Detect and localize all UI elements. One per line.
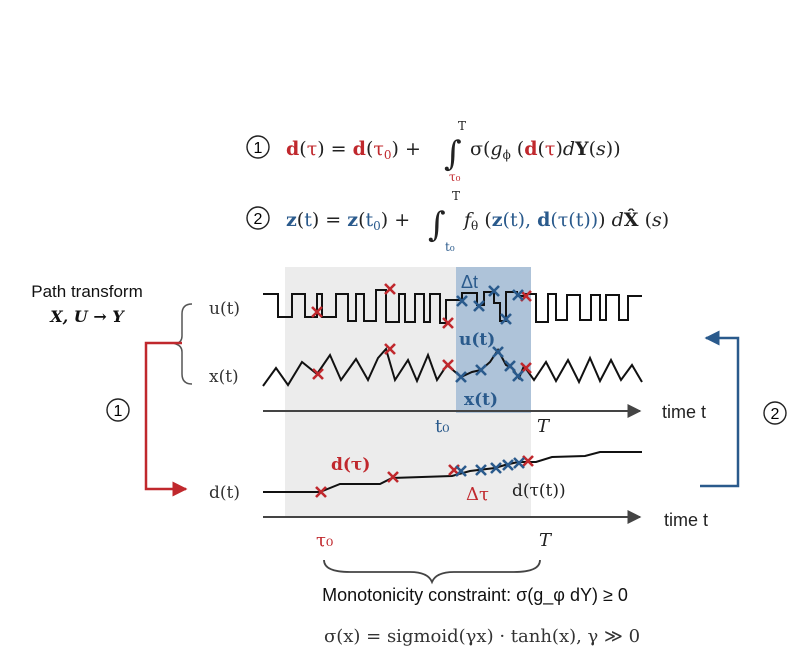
d-tau-label: d(τ) [331,455,370,475]
step-1-arrow [144,341,188,497]
blue-sample-marker-u [473,300,485,312]
blue-sample-marker-x [475,364,487,376]
eq2-lhs: z(t) = z(t0) + [286,209,410,233]
step-1-left-badge [106,398,130,422]
T-label-top: T [537,416,551,437]
blue-sample-marker-d [513,457,525,469]
x-signal-line [262,346,643,387]
top-time-axis-label: time t [662,402,706,422]
blue-sample-marker-x [455,371,467,383]
d-tau-t-label: d(τ(t)) [512,481,566,501]
blue-sample-marker-x [512,370,524,382]
step-1-number: 1 [254,140,263,157]
u-window-label: u(t) [459,330,495,350]
u-signal-line [263,289,642,324]
blue-sample-marker-d [502,459,514,471]
step-1-left-number: 1 [114,403,123,420]
eq2-upper-limit: T [452,189,460,203]
eq1-integrand: σ(gϕ (d(τ)dY(s)) [470,138,621,162]
sample-markers [311,283,534,498]
step-2-right-badge [763,401,787,425]
step-2-badge [246,206,270,230]
step-1-badge [246,135,270,159]
T-label-bottom: T [539,530,553,551]
step-2-right-number: 2 [771,406,780,423]
equation-1: 1 d(τ) = d(τ0) + ∫ T τ₀ σ(gϕ (d(τ)dY(s)) [246,119,621,184]
delta-t-label: Δt [461,272,478,292]
tau0-label: τ₀ [316,530,333,551]
path-transform-mapping: X, U → Y [49,307,125,326]
blue-sample-marker-u [512,289,524,301]
path-transform-label: Path transform [31,282,143,301]
x-signal-label: x(t) [209,367,239,387]
eq1-lower-limit: τ₀ [449,170,461,184]
eq2-lower-limit: t₀ [445,240,455,254]
blue-sample-marker-d [455,465,467,477]
red-sample-marker-d [315,486,327,498]
red-sample-marker-u [384,283,396,295]
monotonicity-note: Monotonicity constraint: σ(g_φ dY) ≥ 0 [322,585,628,606]
x-window-label: x(t) [464,390,498,410]
blue-sample-marker-u [500,313,512,325]
red-sample-marker-x [312,368,324,380]
blue-sample-marker-x [504,360,516,372]
red-sample-marker-x [384,343,396,355]
blue-sample-marker-x [492,346,504,358]
t0-label: t₀ [435,416,449,437]
red-sample-marker-d [522,455,534,467]
step-2-arrow [700,330,740,488]
red-sample-marker-u [442,317,454,329]
red-sample-marker-d [387,471,399,483]
u-signal-label: u(t) [209,299,240,319]
blue-sample-marker-u [488,285,500,297]
d-signal-label: d(t) [209,483,240,503]
eq1-upper-limit: T [458,119,466,133]
red-sample-marker-u [311,306,323,318]
blue-sample-marker-u [456,295,468,307]
delta-tau-label: Δτ [466,484,489,505]
equation-2: 2 z(t) = z(t0) + ∫ T t₀ fθ (z(t), d(τ(t)… [246,189,669,254]
eq2-integral-sign: ∫ [428,205,446,245]
step-2-number: 2 [254,211,263,228]
monotonicity-brace [323,559,541,585]
blue-sample-marker-d [490,462,502,474]
blue-sample-marker-d [475,464,487,476]
eq1-lhs: d(τ) = d(τ0) + [286,138,421,162]
eq2-integrand: fθ (z(t), d(τ(t))) dX̂ (s) [462,209,669,233]
red-sample-marker-x [442,359,454,371]
sigma-definition: σ(x) = sigmoid(γx) · tanh(x), γ ≫ 0 [324,626,640,647]
eq1-integral-sign: ∫ [444,134,462,174]
bottom-time-axis-label: time t [664,510,708,530]
